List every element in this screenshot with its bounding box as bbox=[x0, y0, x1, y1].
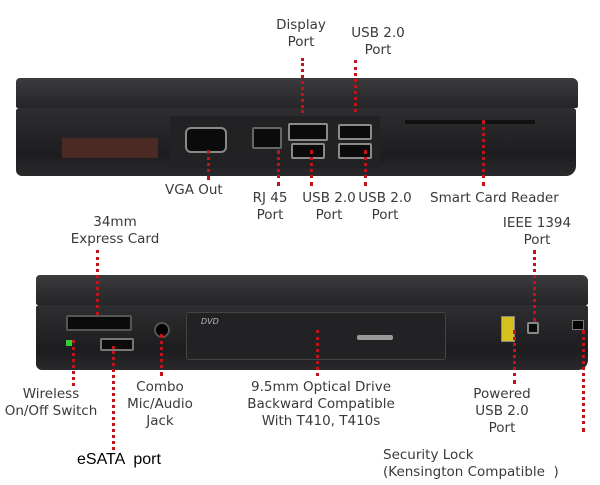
express-card-slot bbox=[66, 315, 132, 331]
leader-express-card bbox=[96, 250, 99, 315]
label-wireless-switch: Wireless On/Off Switch bbox=[4, 386, 98, 419]
label-ieee1394: IEEE 1394 Port bbox=[502, 215, 572, 248]
wireless-switch bbox=[66, 340, 72, 346]
security-lock-slot bbox=[572, 320, 584, 330]
leader-usb-lower-2 bbox=[364, 150, 367, 186]
laptop-lid bbox=[16, 78, 578, 108]
label-combo-jack: Combo Mic/Audio Jack bbox=[127, 379, 193, 429]
leader-vga bbox=[207, 150, 210, 180]
label-express-card: 34mm Express Card bbox=[70, 214, 160, 247]
label-rj45: RJ 45 Port bbox=[252, 190, 288, 223]
label-vga-out: VGA Out bbox=[165, 182, 223, 198]
rj45-port bbox=[252, 127, 282, 149]
label-usb-lower-1: USB 2.0 Port bbox=[302, 190, 356, 223]
leader-security-lock bbox=[582, 330, 585, 432]
dvd-marking: DVD bbox=[201, 317, 219, 326]
label-usb-lower-2: USB 2.0 Port bbox=[358, 190, 412, 223]
label-powered-usb: Powered USB 2.0 Port bbox=[473, 386, 531, 436]
esata-port bbox=[100, 338, 134, 351]
leader-smart-card bbox=[482, 120, 485, 186]
leader-ieee1394 bbox=[533, 250, 536, 322]
leader-esata bbox=[112, 346, 115, 450]
usb-port-top bbox=[338, 124, 372, 140]
smart-card-slot bbox=[405, 120, 535, 124]
laptop-lid-2 bbox=[36, 275, 588, 305]
label-smart-card-reader: Smart Card Reader bbox=[430, 190, 559, 206]
label-usb-top: USB 2.0 Port bbox=[351, 25, 405, 58]
leader-wireless bbox=[72, 340, 75, 386]
eject-button bbox=[357, 335, 393, 340]
powered-usb-port bbox=[501, 316, 515, 342]
leader-usb-lower-1 bbox=[310, 150, 313, 186]
usb-port-lower-1 bbox=[291, 143, 325, 159]
label-esata: eSATA port bbox=[77, 451, 161, 468]
vga-port bbox=[185, 127, 227, 153]
label-security-lock: Security Lock (Kensington Compatible ) bbox=[383, 447, 559, 480]
display-port bbox=[288, 123, 328, 141]
usb-port-lower-2 bbox=[338, 143, 372, 159]
leader-powered-usb bbox=[513, 330, 516, 384]
label-display-port: Display Port bbox=[276, 17, 326, 50]
leader-combo-jack bbox=[160, 334, 163, 376]
ieee1394-port bbox=[527, 322, 539, 334]
leader-rj45 bbox=[277, 150, 280, 186]
leader-usb-top bbox=[354, 60, 357, 112]
label-optical-drive: 9.5mm Optical Drive Backward Compatible … bbox=[247, 379, 395, 429]
leader-display-port bbox=[301, 58, 304, 113]
leader-optical-drive bbox=[316, 330, 319, 376]
